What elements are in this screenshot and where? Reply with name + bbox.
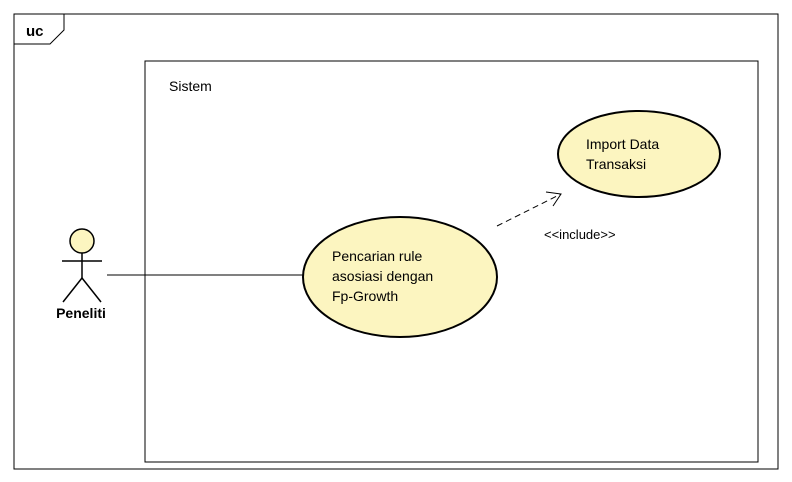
use-case-import[interactable]: Import Data Transaksi [557, 110, 721, 198]
use-case-pencarian-ellipse [302, 216, 498, 338]
include-stereotype: <<include>> [544, 227, 616, 242]
include-arrowhead [545, 191, 562, 207]
actor-head [69, 228, 95, 254]
use-case-pencarian-line-2: asosiasi dengan [332, 268, 433, 284]
use-case-import-line-2: Transaksi [586, 156, 646, 172]
actor-name: Peneliti [56, 305, 106, 321]
system-name: Sistem [169, 78, 212, 94]
use-case-import-line-1: Import Data [586, 136, 659, 152]
actor-right-leg [81, 277, 102, 303]
actor-left-leg [62, 277, 83, 303]
use-case-pencarian[interactable]: Pencarian rule asosiasi dengan Fp-Growth [302, 216, 498, 338]
include-dashed-line [496, 193, 562, 227]
actor-peneliti[interactable]: Peneliti [56, 228, 106, 321]
include-dependency [496, 191, 562, 227]
frame-tag-label: uc [26, 23, 44, 40]
frame-tag: uc [14, 14, 65, 45]
use-case-pencarian-line-1: Pencarian rule [332, 248, 422, 264]
uml-frame [13, 13, 779, 470]
use-case-pencarian-line-3: Fp-Growth [332, 288, 398, 304]
frame-tag-border [14, 14, 65, 45]
use-case-import-ellipse [557, 110, 721, 198]
